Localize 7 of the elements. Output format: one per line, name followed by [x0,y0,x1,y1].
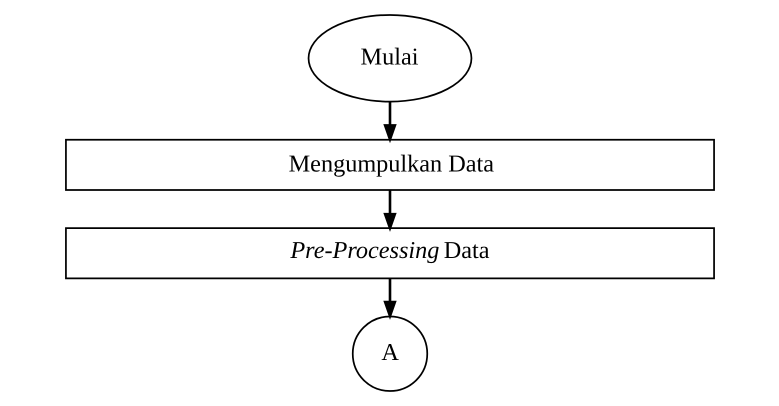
arrow [382,278,396,320]
node-box: Mengumpulkan Data [64,138,714,191]
node-circle: A [351,316,428,392]
arrow [382,102,396,144]
arrow [382,190,396,232]
node-box: Pre-Processing Data [64,227,714,280]
node-ellipse: Mulai [307,14,472,102]
